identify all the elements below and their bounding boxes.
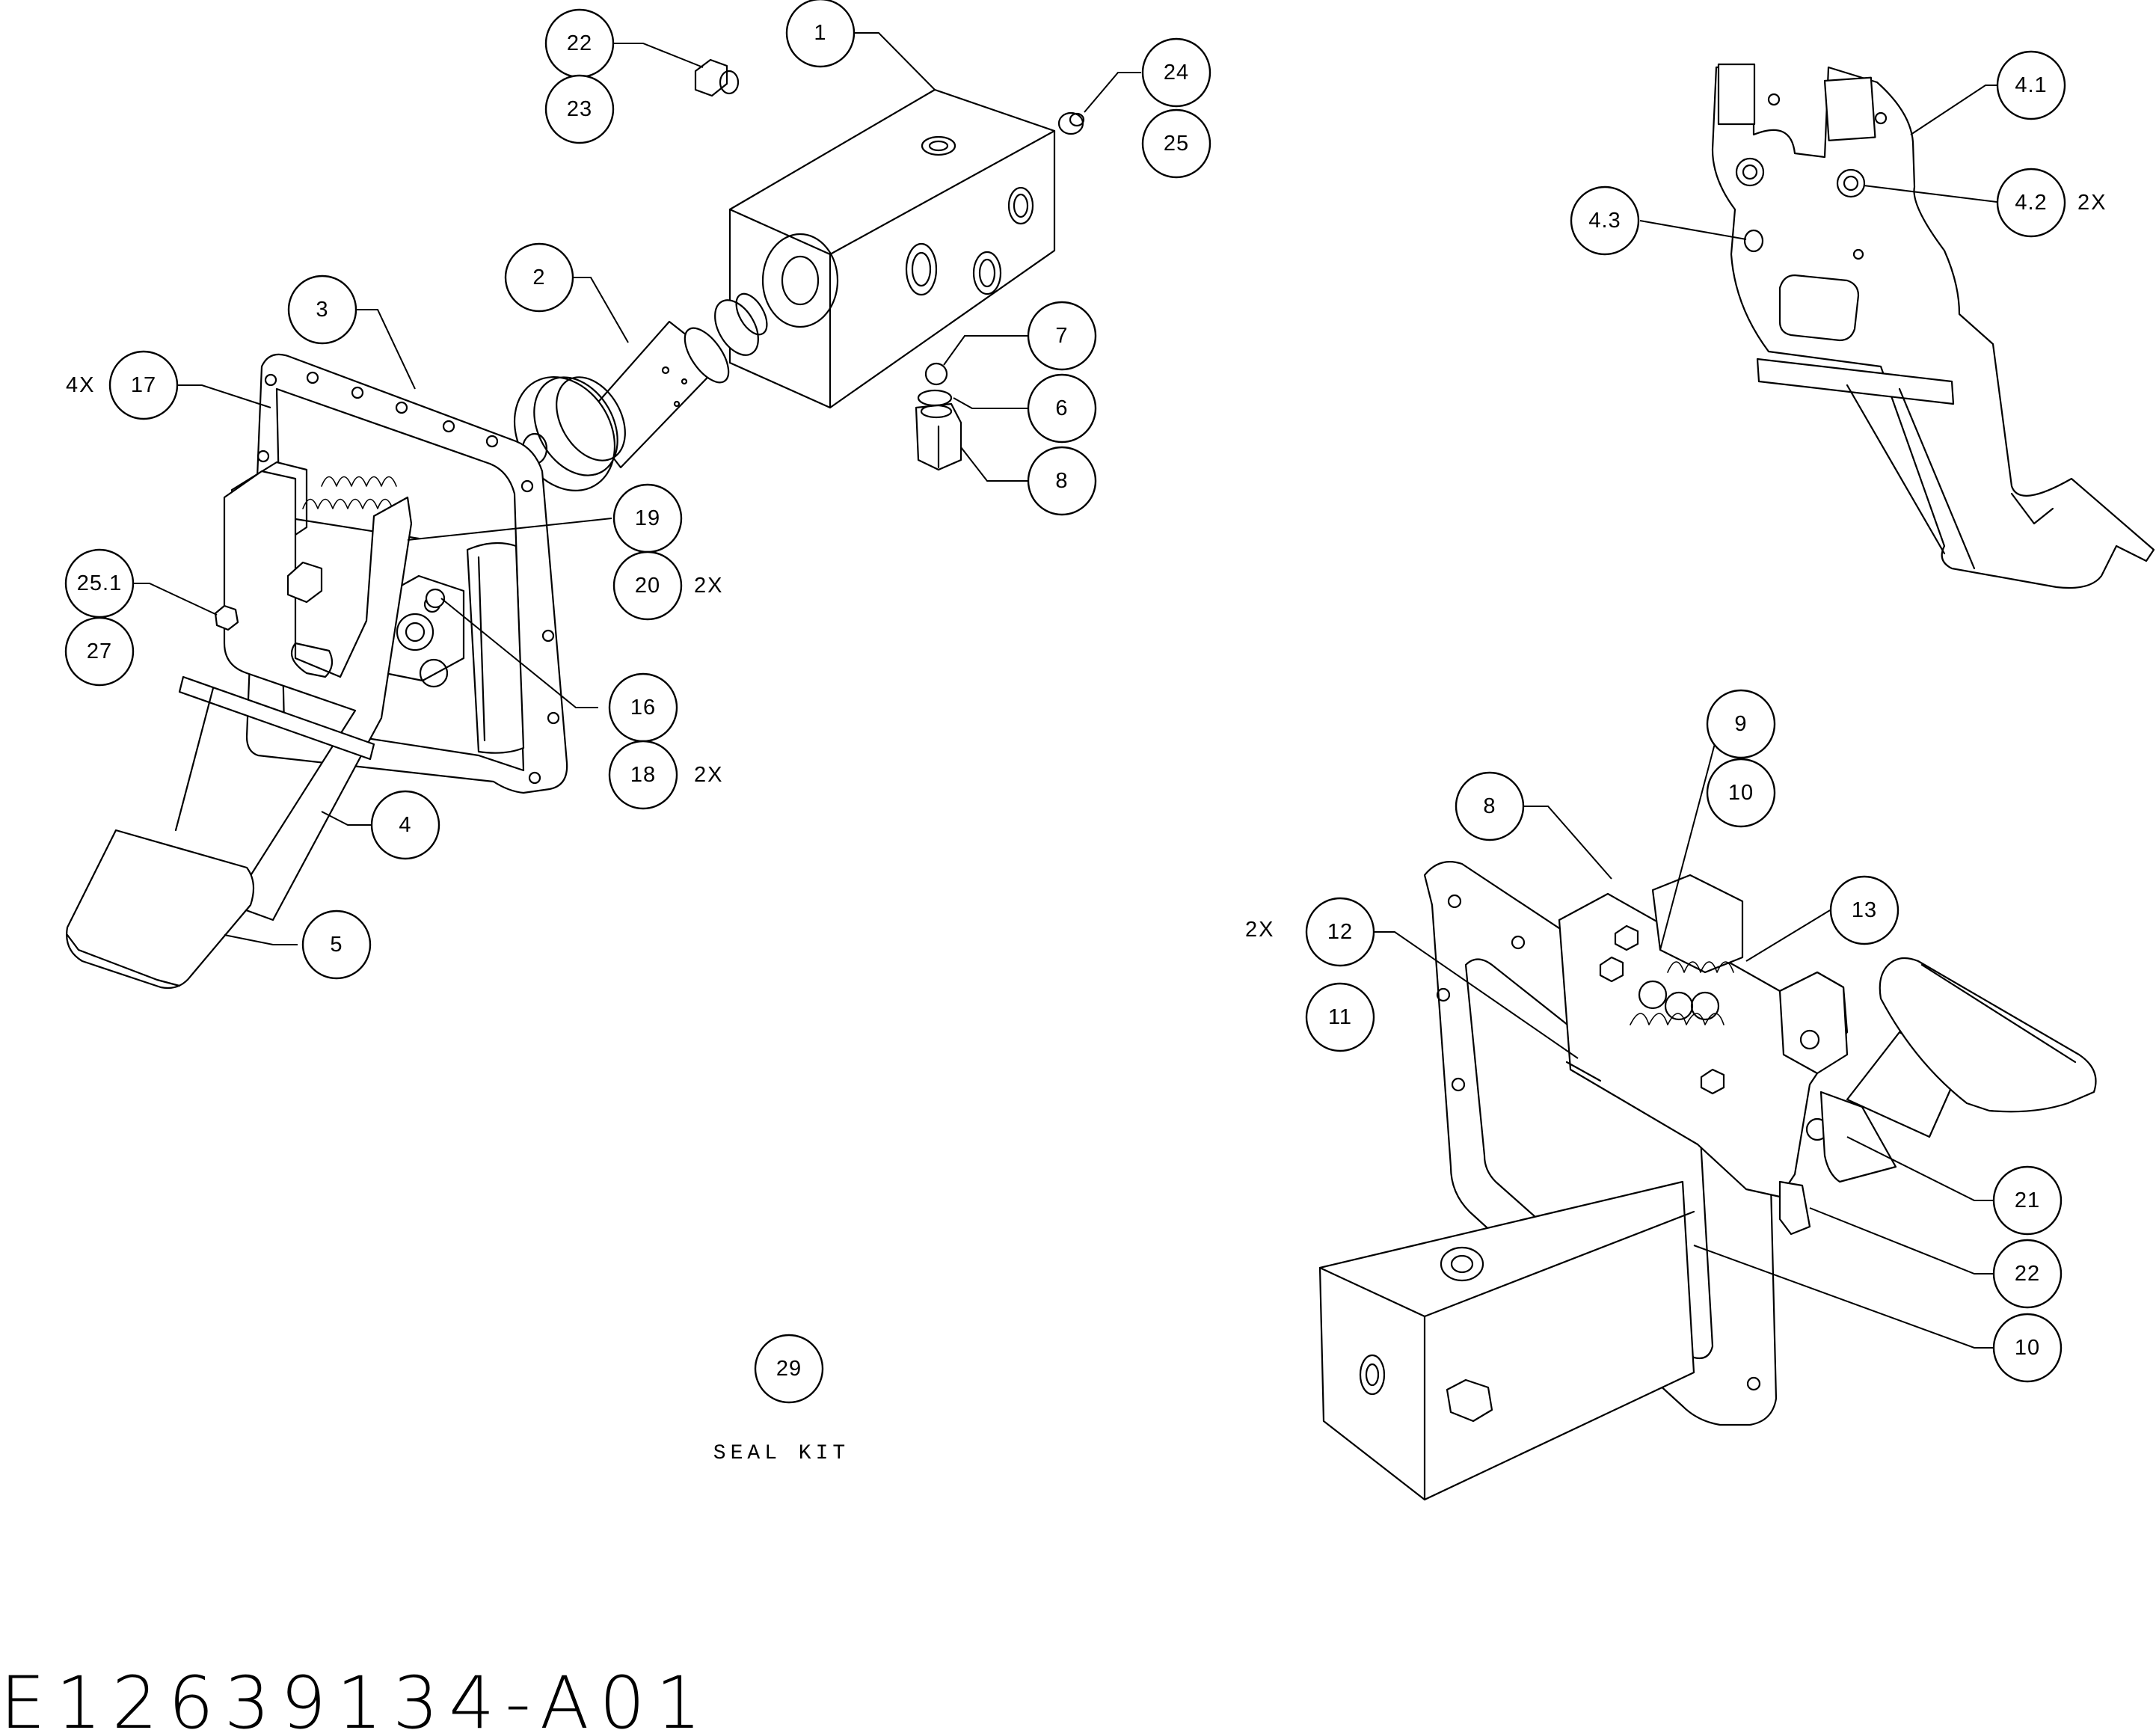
callout-bubble: 4.1 <box>1996 50 2066 120</box>
callout-number: 29 <box>776 1357 802 1381</box>
callout-number: 7 <box>1055 324 1068 348</box>
pedal-assembly-left <box>66 353 568 990</box>
callout-bubble: 8 <box>1027 446 1097 516</box>
callout-bubble: 7 <box>1027 301 1097 371</box>
callout-bubble: 22 <box>1992 1239 2063 1309</box>
callout-bubble: 13 <box>1829 875 1899 945</box>
plug-27-part <box>1057 111 1085 135</box>
callout-bubble: 25 <box>1141 108 1211 179</box>
callout-number: 25 <box>1164 132 1189 156</box>
callout-bubble: 22 <box>544 8 615 79</box>
qty-label: 4X <box>66 373 95 397</box>
callout-number: 16 <box>630 696 656 720</box>
callout-number: 27 <box>87 639 112 663</box>
callout-number: 4 <box>399 813 411 837</box>
callout-number: 17 <box>131 373 156 397</box>
callout-number: 8 <box>1483 794 1496 818</box>
callout-bubble: 10 <box>1992 1313 2063 1383</box>
seal-kit-note: SEAL KIT <box>713 1442 850 1465</box>
callout-bubble: 12 <box>1305 897 1375 967</box>
callout-bubble: 3 <box>287 274 357 345</box>
callout-number: 12 <box>1327 920 1353 944</box>
valve-body-part <box>728 88 1056 409</box>
plunger-cartridge-part <box>513 292 768 492</box>
callout-number: 10 <box>1728 781 1754 805</box>
callout-bubble: 23 <box>544 74 615 144</box>
callout-number: 19 <box>635 506 660 530</box>
document-number: E12639134-A01 <box>0 1661 712 1730</box>
callout-bubble: 25.1 <box>64 548 135 619</box>
assembled-view <box>1318 861 2097 1501</box>
callout-bubble: 4 <box>370 790 440 860</box>
ring-6-part <box>917 389 953 407</box>
callout-bubble: 11 <box>1305 982 1375 1052</box>
fitting-25-part <box>694 58 740 97</box>
callout-number: 6 <box>1055 396 1068 420</box>
callout-number: 11 <box>1328 1005 1352 1029</box>
callout-bubble: 6 <box>1027 373 1097 444</box>
callout-bubble: 9 <box>1706 689 1776 759</box>
callout-number: 21 <box>2015 1188 2040 1212</box>
callout-bubble: 18 <box>608 740 678 810</box>
callout-number: 18 <box>630 763 656 787</box>
callout-bubble: 17 <box>108 350 179 420</box>
callout-number: 20 <box>635 574 660 598</box>
callout-bubble: 29 <box>754 1334 824 1404</box>
callout-number: 22 <box>2015 1262 2040 1286</box>
callout-number: 25.1 <box>77 571 122 595</box>
callout-number: 24 <box>1164 61 1189 85</box>
callout-number: 5 <box>330 933 343 957</box>
ball-7-part <box>924 362 948 386</box>
qty-label: 2X <box>2077 191 2107 215</box>
callout-number: 10 <box>2015 1336 2040 1360</box>
qty-label: 2X <box>694 763 723 787</box>
callout-bubble: 24 <box>1141 37 1211 108</box>
callout-number: 4.2 <box>2015 191 2047 215</box>
callout-bubble: 4.3 <box>1570 185 1640 256</box>
callout-number: 23 <box>567 97 592 121</box>
callout-bubble: 2 <box>504 242 574 313</box>
callout-bubble: 16 <box>608 672 678 743</box>
callout-number: 4.3 <box>1588 209 1621 233</box>
callout-number: 8 <box>1055 469 1068 493</box>
callout-bubble: 21 <box>1992 1165 2063 1236</box>
callout-number: 1 <box>814 21 826 45</box>
callout-bubble: 20 <box>612 550 683 621</box>
callout-bubble: 8 <box>1455 771 1525 841</box>
qty-label: 2X <box>1245 918 1274 942</box>
qty-label: 2X <box>694 574 723 598</box>
callout-number: 9 <box>1734 712 1747 736</box>
callout-number: 13 <box>1852 898 1877 922</box>
pedal-arm-detail <box>1711 63 2155 589</box>
callout-bubble: 19 <box>612 483 683 553</box>
callout-bubble: 27 <box>64 616 135 687</box>
callout-number: 2 <box>532 266 545 289</box>
fitting-10-part <box>915 402 962 471</box>
callout-number: 4.1 <box>2015 73 2047 97</box>
callout-bubble: 5 <box>301 910 372 980</box>
callout-number: 22 <box>567 31 592 55</box>
callout-bubble: 1 <box>785 0 856 68</box>
callout-bubble: 4.2 <box>1996 168 2066 238</box>
callout-bubble: 10 <box>1706 758 1776 828</box>
callout-number: 3 <box>316 298 328 322</box>
